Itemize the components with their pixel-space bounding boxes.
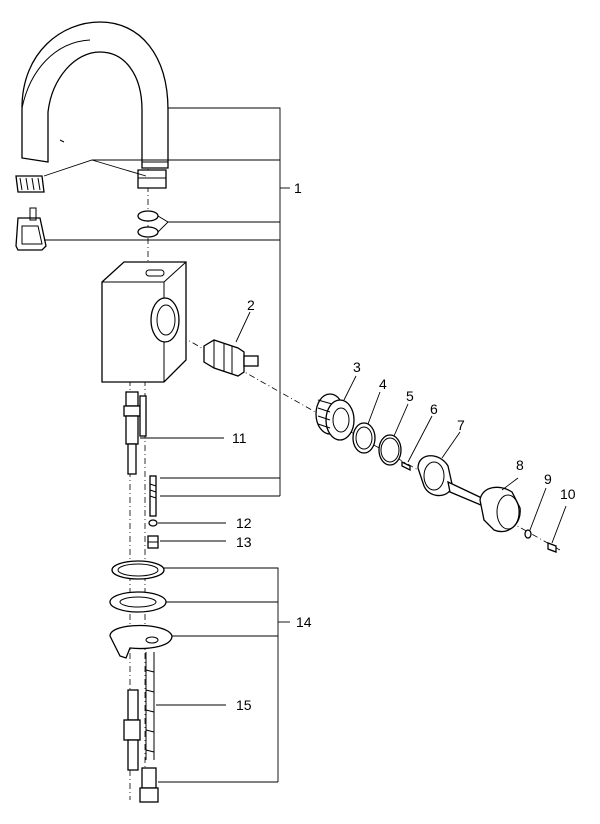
leader-lines [43, 107, 567, 783]
horseshoe-plate [109, 624, 173, 659]
callout-6: 6 [430, 401, 438, 417]
callout-9: 9 [544, 471, 552, 487]
pin-part-6 [401, 460, 411, 472]
spout-o-rings [137, 210, 159, 238]
nut-13 [147, 535, 159, 549]
callout-7: 7 [457, 417, 465, 433]
mounting-bolt [149, 475, 157, 517]
lever-handle [447, 480, 521, 533]
callout-10: 10 [560, 486, 576, 502]
mounting-plate-middle [109, 591, 167, 613]
center-axes [129, 160, 561, 800]
callout-5: 5 [406, 388, 414, 404]
callout-4: 4 [379, 376, 387, 392]
callout-13: 13 [236, 534, 252, 550]
mounting-ring-top [111, 560, 165, 580]
callout-15: 15 [236, 697, 252, 713]
washer-12 [148, 519, 158, 527]
cartridge [203, 339, 259, 377]
screw-part-9 [524, 529, 532, 539]
sleeve-part-7 [417, 455, 453, 497]
threaded-nut [315, 393, 355, 441]
hoses-15 [123, 652, 159, 803]
callout-12: 12 [236, 515, 252, 531]
aerator-insert [15, 175, 45, 193]
callout-2: 2 [247, 297, 255, 313]
supply-hose-11 [123, 391, 147, 475]
ring-part-4 [352, 422, 376, 454]
callout-8: 8 [516, 457, 524, 473]
spout-arc [21, 21, 169, 189]
mixer-body-block [101, 261, 187, 383]
callout-11: 11 [232, 430, 247, 446]
ring-part-5 [378, 434, 402, 466]
callout-1: 1 [294, 180, 302, 196]
aerator-key-tool [15, 207, 47, 251]
callout-3: 3 [353, 359, 361, 375]
screw-part-10 [547, 542, 557, 553]
callout-14: 14 [296, 614, 312, 630]
